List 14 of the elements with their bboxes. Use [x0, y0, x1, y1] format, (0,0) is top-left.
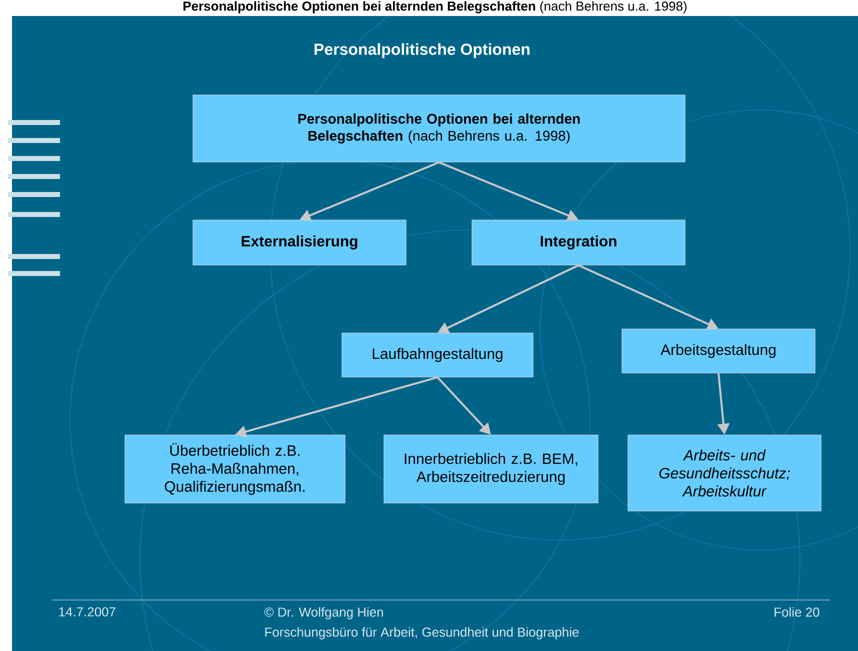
box: Arbeits- und Gesundheitsschutz; Arbeitskultur	[628, 434, 822, 512]
box: Arbeitsgestaltung	[622, 328, 816, 374]
box: Überbetrieblich z.B. Reha-Maßnahmen, Qualifizierungsmaßn.	[124, 434, 346, 504]
box: Integration	[472, 220, 686, 266]
box: Personalpolitische Optionen bei alternden Belegschaften (nach Behrens u.a. 1998)	[192, 94, 686, 162]
footer-text: Folie 20	[774, 607, 820, 617]
box: Laufbahngestaltung	[342, 332, 534, 378]
footer-text: 14.7.2007	[59, 607, 116, 616]
title: Personalpolitische Optionen bei alternden Belegschaften (nach Behrens u.a. 1998)	[183, 1, 687, 14]
footer-text: Forschungsbüro für Arbeit, Gesundheit und Biographie	[265, 627, 579, 640]
heading: Personalpolitische Optionen	[314, 43, 530, 58]
box: Externalisierung	[192, 220, 406, 266]
footer-text: © Dr. Wolfgang Hien	[264, 607, 383, 620]
box: Innerbetrieblich z.B. BEM, Arbeitszeitreduzierung	[384, 434, 598, 504]
